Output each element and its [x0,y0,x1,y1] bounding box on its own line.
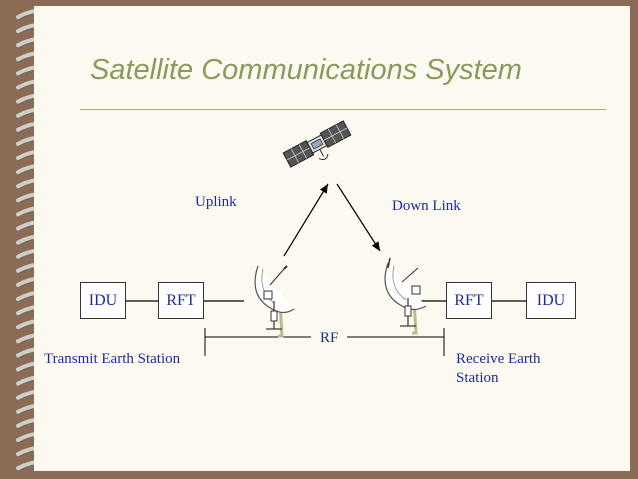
uplink-arrow [283,183,329,257]
receive-station-label-line1: Receive Earth [456,351,541,367]
idu-block-receive: IDU [526,282,576,319]
satellite-icon [282,120,352,168]
slide-title: Satellite Communications System [90,54,522,86]
title-divider [80,109,606,110]
slide: Satellite Communications System [34,6,630,471]
downlink-label: Down Link [392,198,461,214]
diagram-lines [124,120,526,356]
satellite-dish-icon [384,257,427,335]
satellite-dish-icon [254,265,295,338]
rf-label: RF [320,330,339,346]
transmit-station-label: Transmit Earth Station [44,351,181,367]
rft-block-receive: RFT [446,282,492,319]
idu-block-transmit: IDU [80,282,126,319]
downlink-arrow [336,183,381,252]
uplink-label: Uplink [195,194,237,210]
rft-block-transmit: RFT [158,282,204,319]
receive-station-label-line2: Station [456,370,499,386]
